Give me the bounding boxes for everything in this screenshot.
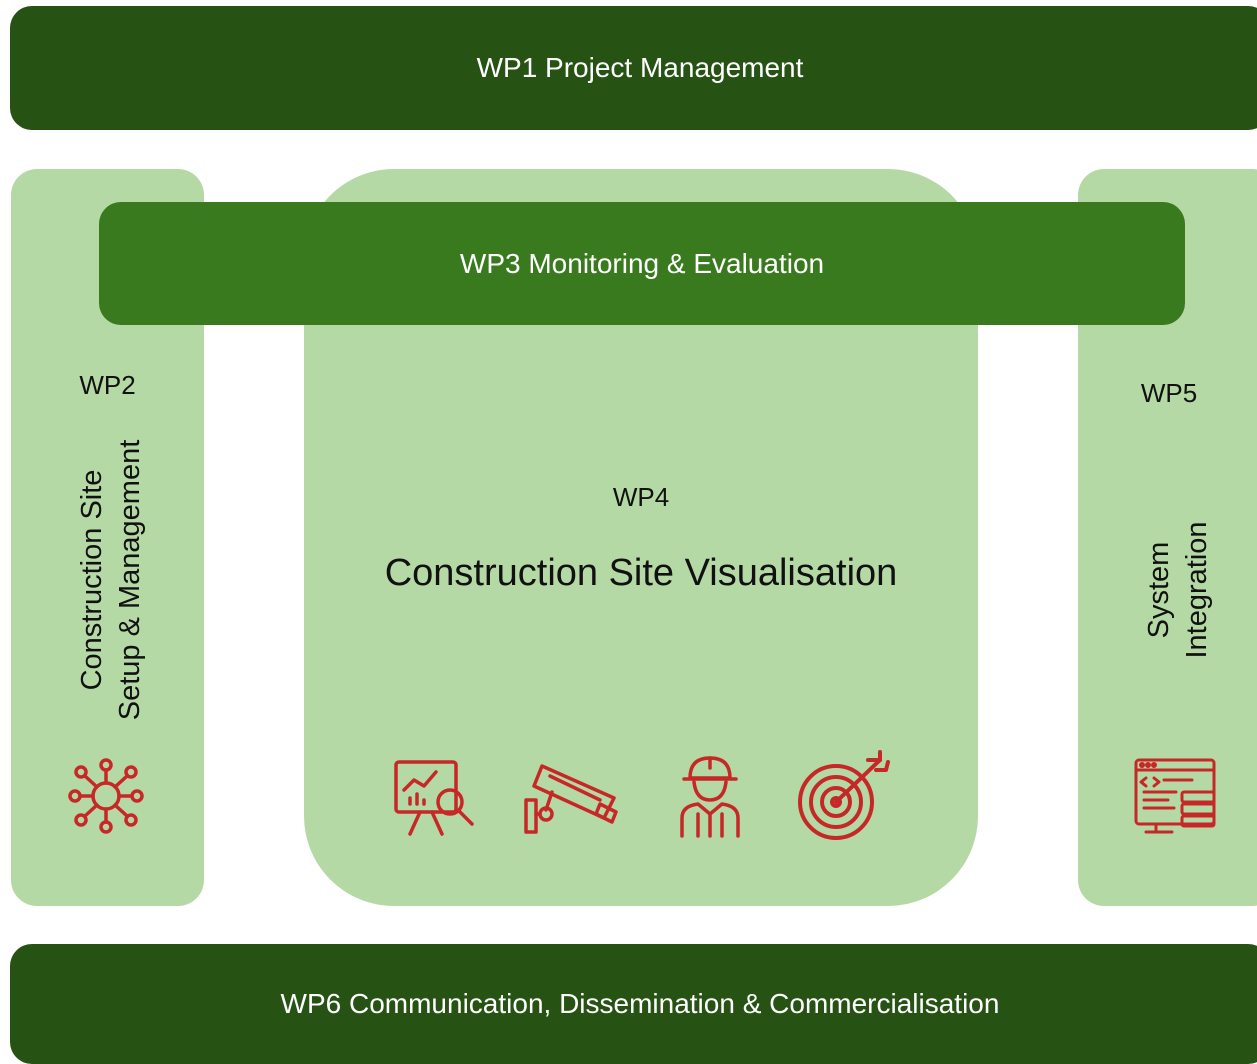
wp1-bar: WP1 Project Management: [10, 6, 1257, 130]
wp5-title-line2: Integration: [1181, 521, 1213, 659]
wp6-bar: WP6 Communication, Dissemination & Comme…: [10, 944, 1257, 1064]
wp2-number: WP2: [79, 370, 136, 400]
wp4-number: WP4: [612, 482, 670, 512]
wp2-title-line1: Construction Site: [76, 469, 108, 691]
wp2-title: Construction Site Setup & Management: [73, 440, 149, 721]
wp6-label: WP6 Communication, Dissemination & Comme…: [280, 988, 1000, 1019]
construction-worker-icon: [680, 756, 740, 838]
software-server-icon: [1134, 758, 1216, 834]
wp5-number: WP5: [1140, 378, 1198, 408]
wp5-title-line1: System: [1143, 541, 1175, 639]
wp2-title-line2: Setup & Management: [114, 439, 146, 721]
security-camera-icon: [524, 764, 618, 834]
wp3-bar: WP3 Monitoring & Evaluation: [99, 202, 1185, 325]
wp5-title: System Integration: [1140, 521, 1216, 658]
wp4-title: Construction Site Visualisation: [384, 552, 898, 594]
network-hub-icon: [68, 758, 144, 834]
target-arrow-icon: [798, 750, 890, 840]
wp1-label: WP1 Project Management: [476, 52, 804, 83]
data-analysis-board-icon: [394, 760, 474, 836]
wp3-label: WP3 Monitoring & Evaluation: [459, 247, 825, 279]
